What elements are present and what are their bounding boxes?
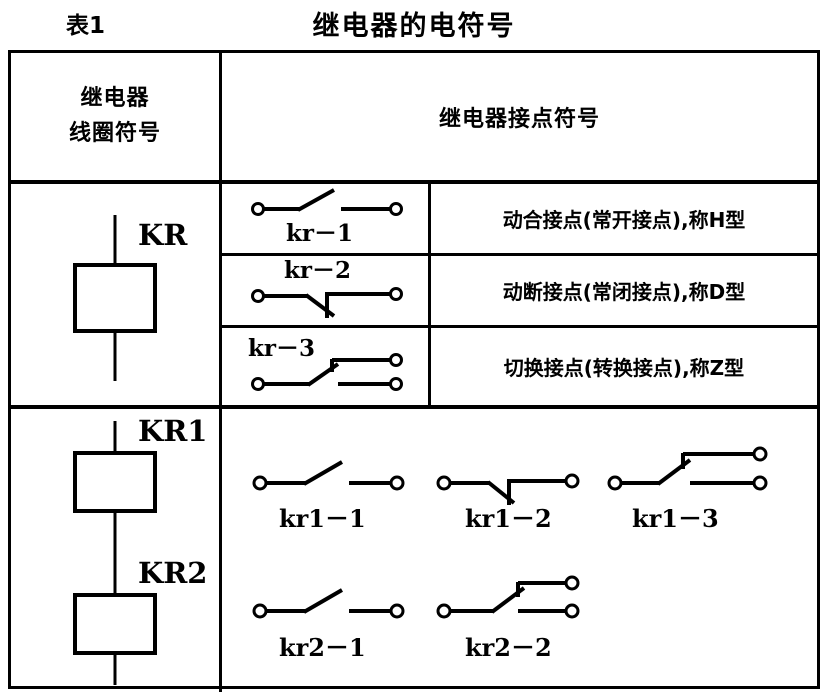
column-divider-coil: [219, 53, 222, 692]
contact-label-kr-3: kr－3: [248, 335, 315, 362]
contact-description-1: 动合接点(常开接点),称H型: [502, 207, 746, 232]
normally-open-contact-diagram: kr－1: [251, 188, 403, 247]
table-number: 表1: [66, 13, 106, 39]
contact-symbol-kr1-1: kr1－1: [252, 460, 405, 533]
coil-cell-kr1-kr2: KR1 KR2: [11, 409, 219, 692]
changeover-contact-diagram: kr－3: [248, 335, 403, 391]
block-rule: [11, 405, 817, 409]
contact-symbol-kr1-2: kr1－2: [436, 473, 580, 533]
contact-description-3: 切换接点(转换接点),称Z型: [503, 356, 745, 380]
coil-header-line-1: 继电器: [80, 86, 150, 112]
normally-closed-contact-diagram: kr－2: [251, 257, 403, 318]
relay-coil-kr-diagram: KR: [73, 215, 188, 381]
page-title: 继电器的电符号: [312, 11, 516, 42]
header-rule: [11, 180, 817, 184]
relay-symbols-table: 继电器 线圈符号 继电器接点符号 KR kr－1 kr－2: [8, 50, 820, 692]
coil-label-kr: KR: [138, 218, 188, 252]
contact-label-kr1-3: kr1－3: [632, 504, 719, 533]
contact-symbol-kr-2: kr－2: [222, 256, 428, 325]
row-rule-2: [219, 325, 817, 328]
coil-label-kr2: KR2: [138, 556, 207, 590]
coil-column-header: 继电器 线圈符号: [11, 53, 219, 180]
contact-description-2: 动断接点(常闭接点),称D型: [502, 280, 746, 304]
coil-header-line-2: 线圈符号: [68, 120, 161, 146]
contact-symbol-kr-1: kr－1: [222, 183, 428, 253]
coil-label-kr1: KR1: [138, 414, 207, 448]
relay-coil-kr1-kr2-diagram: KR1 KR2: [73, 414, 207, 685]
contact-symbol-kr-3: kr－3: [222, 328, 428, 405]
contact-column-header: 继电器接点符号: [222, 53, 817, 180]
coil-cell-kr: KR: [11, 183, 219, 405]
contact-header-label: 继电器接点符号: [438, 106, 600, 132]
contact-label-kr2-2: kr2－2: [465, 633, 552, 662]
contact-label-kr2-1: kr2－1: [279, 633, 366, 662]
contact-label-kr1-1: kr1－1: [279, 504, 366, 533]
contacts-cell-kr1-kr2: kr1－1 kr1－2 kr: [222, 409, 817, 692]
contact-symbol-kr2-1: kr2－1: [252, 588, 405, 662]
contact-symbol-kr2-2: kr2－2: [436, 575, 580, 662]
column-divider-symbol-description: [428, 183, 431, 408]
title-bar: 表1 继电器的电符号: [0, 0, 828, 48]
contacts-grid-diagram: kr1－1 kr1－2 kr: [252, 446, 768, 662]
contact-symbol-kr1-3: kr1－3: [607, 446, 768, 533]
contact-label-kr1-2: kr1－2: [465, 504, 552, 533]
row-rule-1: [219, 253, 817, 256]
contact-label-kr-2: kr－2: [284, 257, 351, 284]
contact-label-kr-1: kr－1: [286, 220, 353, 247]
